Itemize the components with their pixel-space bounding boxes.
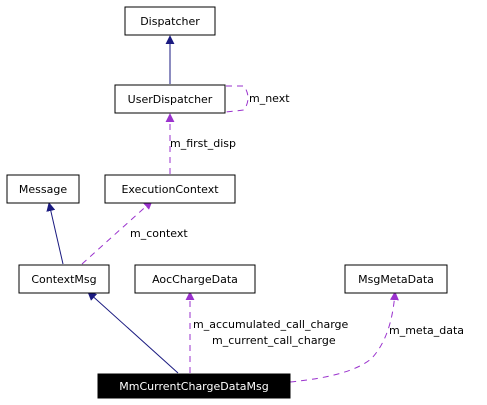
node-context-msg-label: ContextMsg (31, 273, 96, 286)
node-message[interactable]: Message (6, 174, 80, 204)
edge-mmcurrent-to-msgmetadata (289, 291, 399, 383)
node-aoc-charge-data-label: AocChargeData (152, 273, 238, 286)
node-execution-context[interactable]: ExecutionContext (104, 174, 236, 204)
node-dispatcher[interactable]: Dispatcher (124, 6, 216, 36)
label-m-first-disp: m_first_disp (170, 137, 236, 150)
label-m-accumulated-call-charge: m_accumulated_call_charge (193, 318, 349, 331)
label-m-current-call-charge: m_current_call_charge (212, 334, 336, 347)
edge-mmcurrent-to-contextmsg (87, 291, 179, 374)
node-context-msg[interactable]: ContextMsg (18, 264, 110, 294)
node-dispatcher-label: Dispatcher (140, 15, 200, 28)
edge-contextmsg-to-executioncontext (81, 200, 153, 265)
node-mm-current-charge-data-msg-label: MmCurrentChargeDataMsg (119, 380, 268, 393)
node-aoc-charge-data[interactable]: AocChargeData (134, 264, 256, 294)
label-m-next: m_next (249, 92, 290, 105)
node-user-dispatcher[interactable]: UserDispatcher (114, 84, 226, 114)
node-execution-context-label: ExecutionContext (121, 183, 219, 196)
edge-contextmsg-to-message (46, 202, 64, 265)
node-mm-current-charge-data-msg[interactable]: MmCurrentChargeDataMsg (97, 373, 291, 399)
label-m-context: m_context (130, 227, 188, 240)
node-message-label: Message (19, 183, 67, 196)
node-msg-meta-data-label: MsgMetaData (358, 273, 434, 286)
node-user-dispatcher-label: UserDispatcher (128, 93, 213, 106)
label-m-meta-data: m_meta_data (389, 324, 464, 337)
node-msg-meta-data[interactable]: MsgMetaData (344, 264, 448, 294)
